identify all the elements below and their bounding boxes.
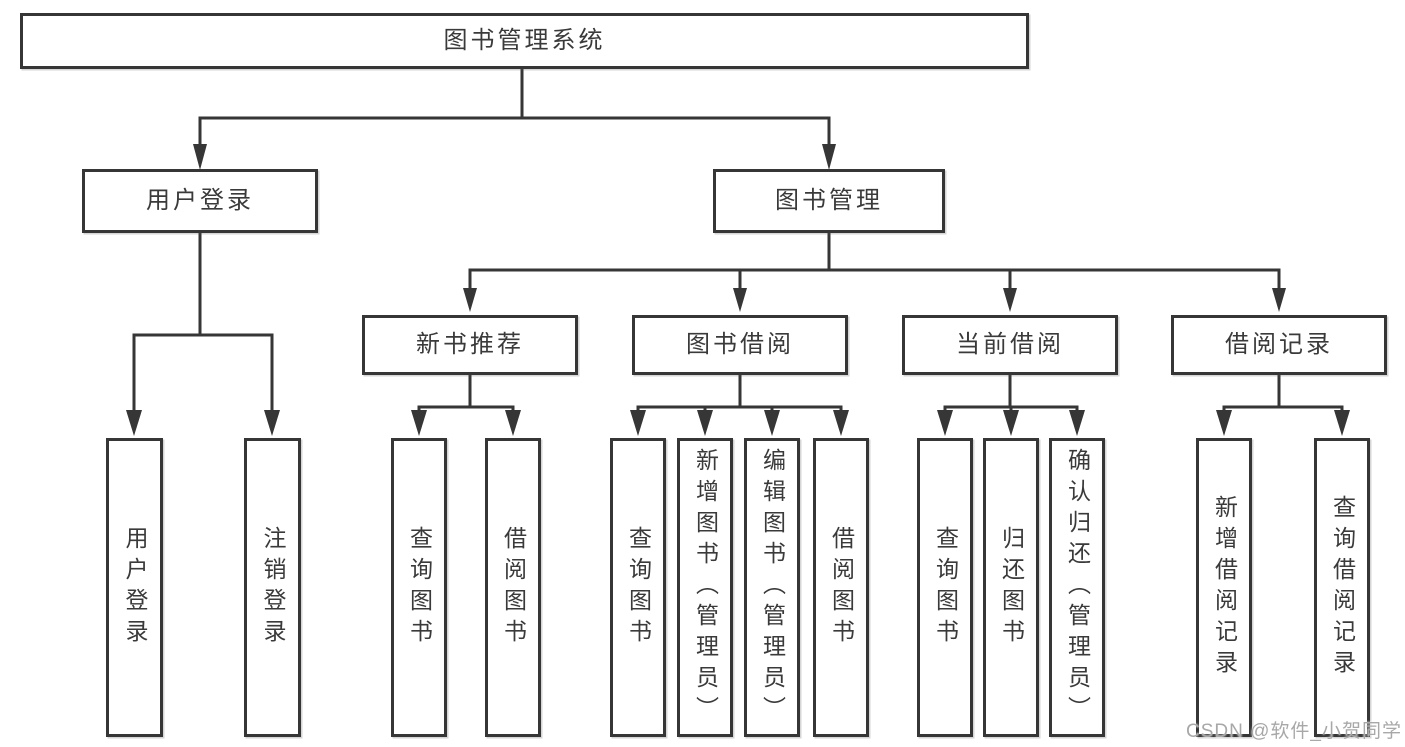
- leaf-add-borrow-record: 新增借阅记录: [1196, 438, 1252, 737]
- leaf-borrow-books-1: 借阅图书: [485, 438, 541, 737]
- arrowhead-icons: [126, 144, 1350, 436]
- node-current-borrowing-label: 当前借阅: [956, 331, 1064, 358]
- node-book-borrowing-label: 图书借阅: [686, 331, 794, 358]
- node-library-system-label: 图书管理系统: [443, 27, 606, 54]
- leaf-return-book-label: 归还图书: [998, 525, 1025, 650]
- node-user-login-label: 用户登录: [146, 187, 254, 214]
- node-current-borrowing: 当前借阅: [902, 315, 1118, 375]
- leaf-query-books-1-label: 查询图书: [406, 525, 433, 650]
- leaf-edit-book-admin-label: 编辑图书（管理员）: [759, 448, 786, 727]
- node-book-management: 图书管理: [713, 169, 945, 233]
- leaf-add-book-admin: 新增图书（管理员）: [677, 438, 733, 737]
- node-user-login: 用户登录: [82, 169, 318, 233]
- leaf-query-books-2-label: 查询图书: [625, 525, 652, 650]
- leaf-user-login: 用户登录: [106, 438, 163, 737]
- leaf-borrow-books-2: 借阅图书: [813, 438, 869, 737]
- leaf-add-book-admin-label: 新增图书（管理员）: [692, 448, 719, 727]
- leaf-add-borrow-record-label: 新增借阅记录: [1211, 494, 1238, 681]
- leaf-logout-label: 注销登录: [260, 525, 286, 650]
- leaf-query-borrow-record: 查询借阅记录: [1314, 438, 1370, 737]
- watermark: CSDN @软件_小贺同学: [1186, 721, 1402, 742]
- leaf-borrow-books-1-label: 借阅图书: [500, 525, 527, 650]
- leaf-return-book: 归还图书: [983, 438, 1039, 737]
- leaf-confirm-return-admin-label: 确认归还（管理员）: [1064, 448, 1091, 727]
- node-borrow-records-label: 借阅记录: [1225, 331, 1333, 358]
- leaf-confirm-return-admin: 确认归还（管理员）: [1049, 438, 1105, 737]
- node-library-system: 图书管理系统: [20, 13, 1029, 69]
- node-book-borrowing: 图书借阅: [632, 315, 848, 375]
- node-new-book-recommend: 新书推荐: [362, 315, 578, 375]
- leaf-query-books-3: 查询图书: [917, 438, 973, 737]
- node-borrow-records: 借阅记录: [1171, 315, 1387, 375]
- node-new-book-recommend-label: 新书推荐: [416, 331, 524, 358]
- leaf-query-books-1: 查询图书: [391, 438, 447, 737]
- leaf-query-books-2: 查询图书: [610, 438, 666, 737]
- leaf-edit-book-admin: 编辑图书（管理员）: [744, 438, 800, 737]
- leaf-user-login-label: 用户登录: [122, 525, 148, 650]
- leaf-query-borrow-record-label: 查询借阅记录: [1329, 494, 1356, 681]
- leaf-logout: 注销登录: [244, 438, 301, 737]
- leaf-borrow-books-2-label: 借阅图书: [828, 525, 855, 650]
- node-book-management-label: 图书管理: [775, 187, 883, 214]
- leaf-query-books-3-label: 查询图书: [932, 525, 959, 650]
